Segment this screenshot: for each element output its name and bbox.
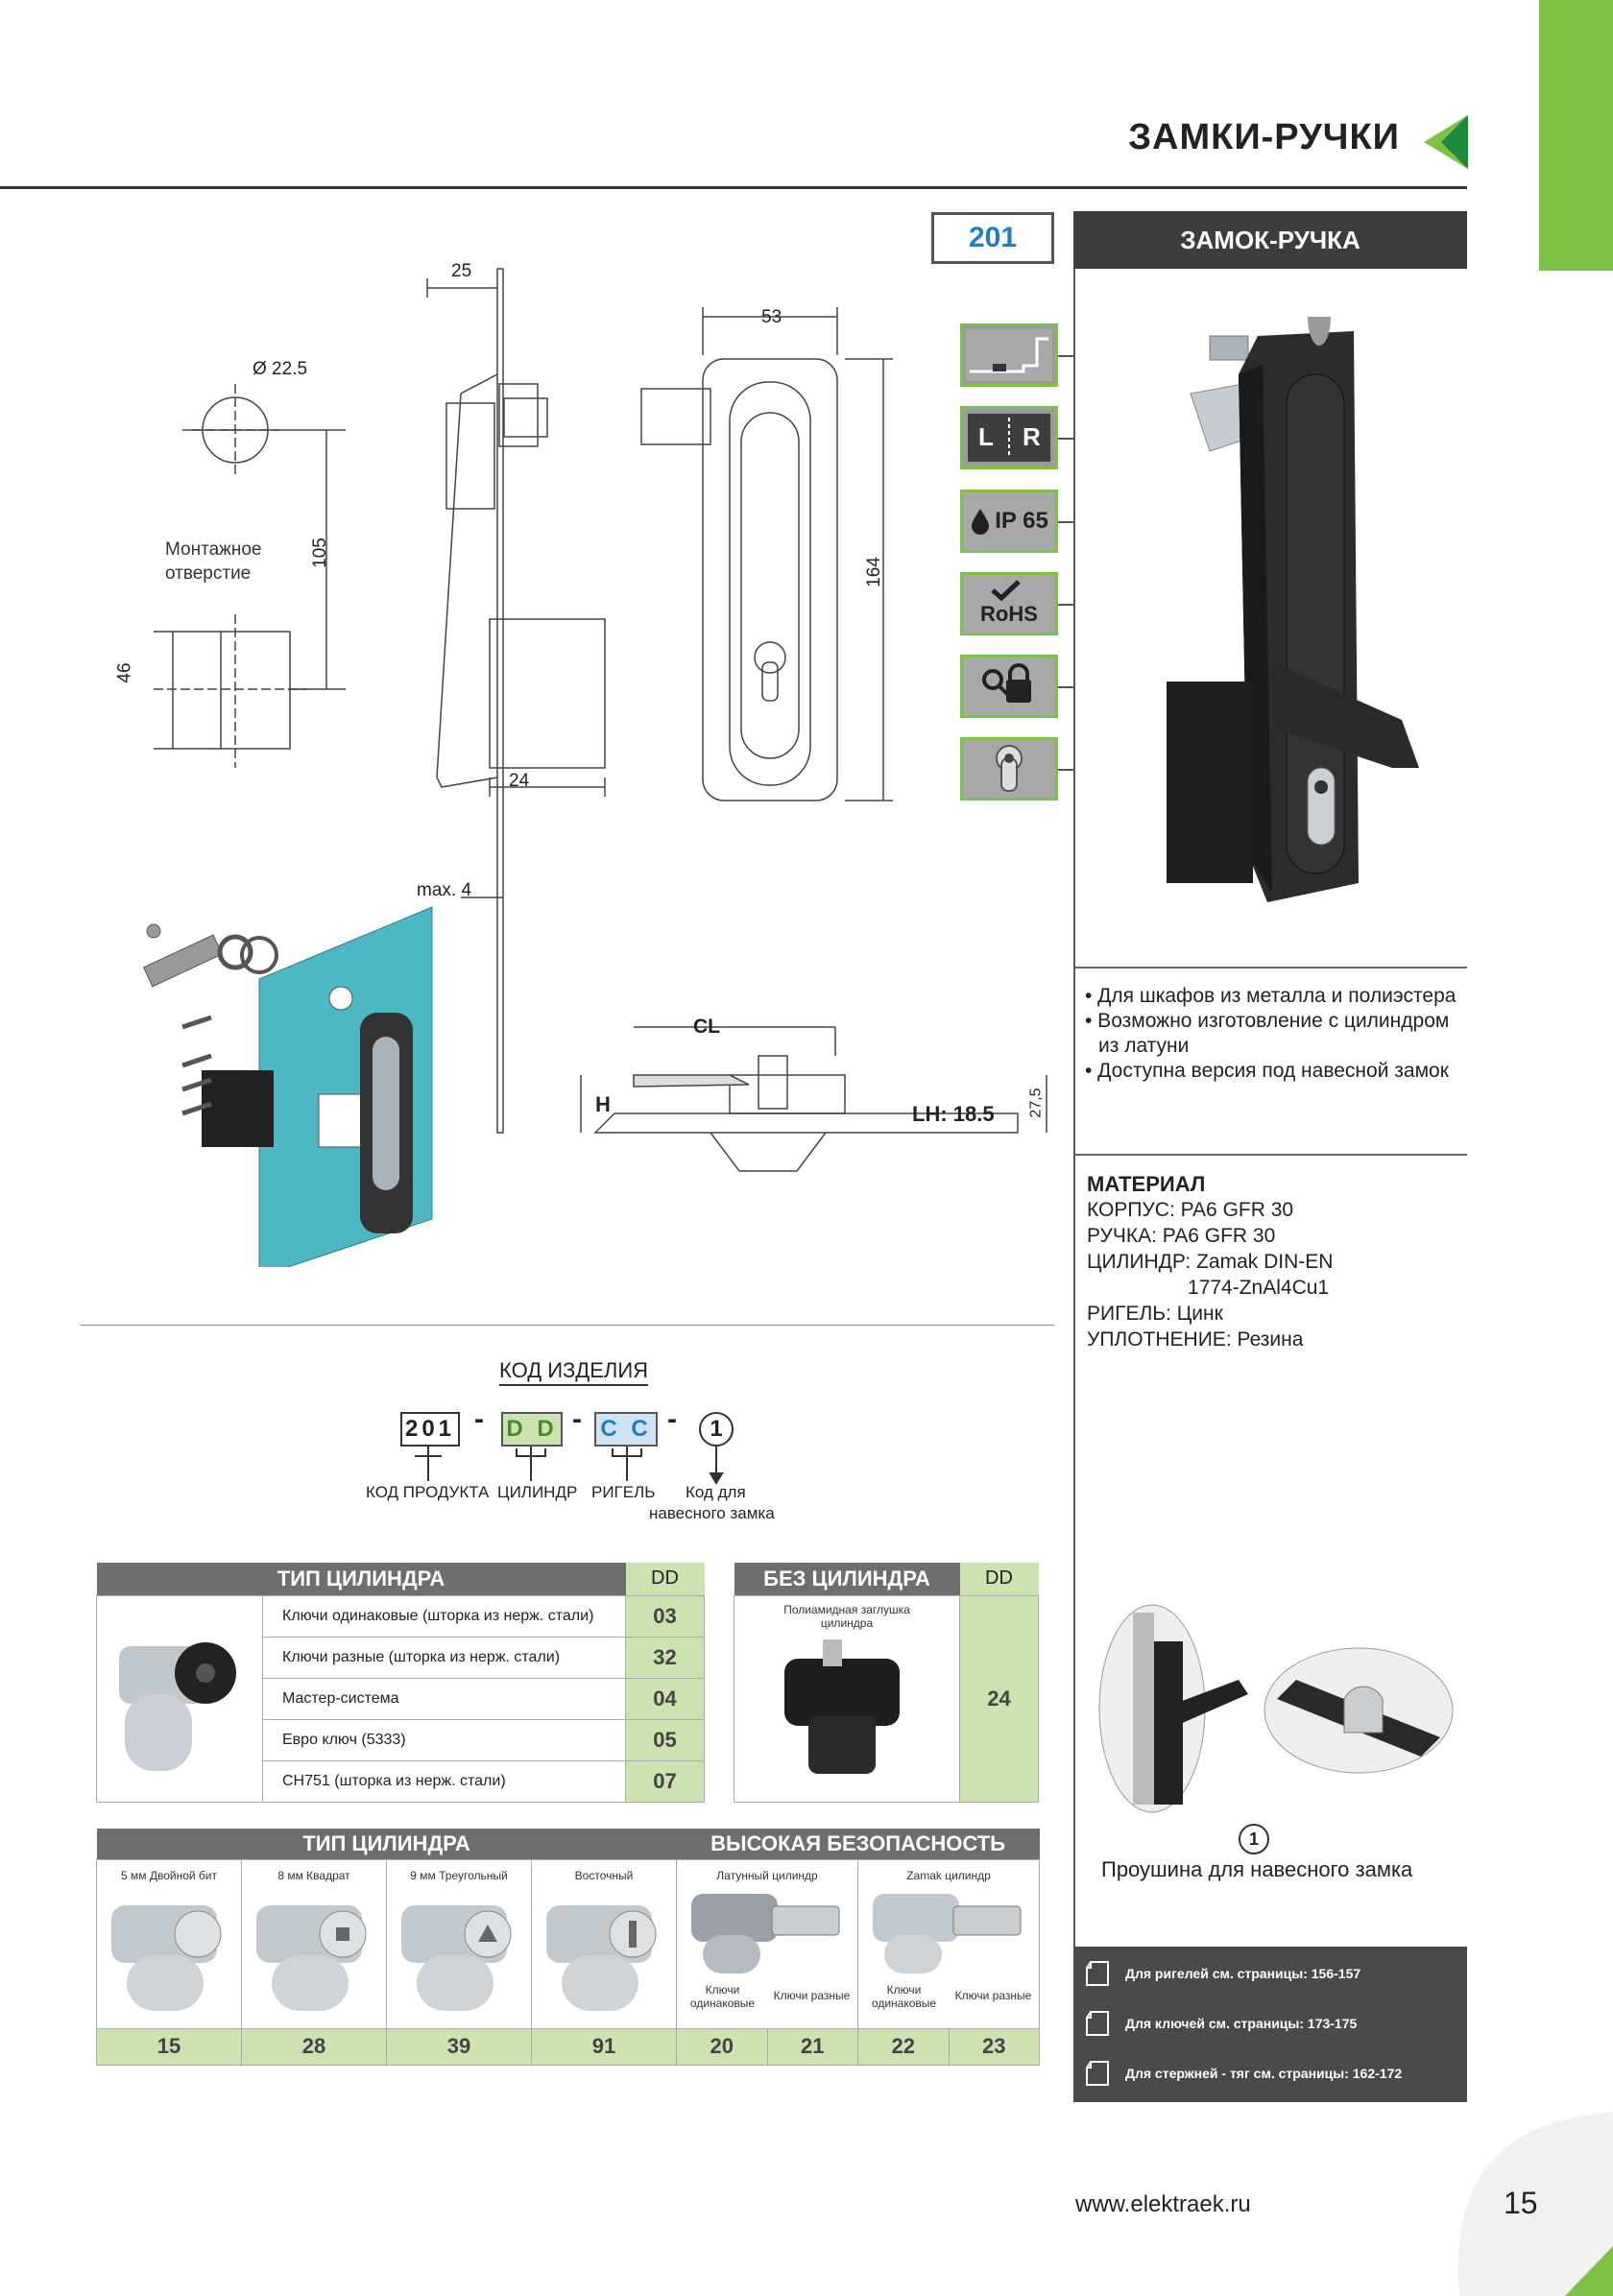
ip65-icon: IP 65 [960,490,1058,553]
dim-53: 53 [761,307,782,327]
mounting-hole-label: Монтажное отверстие [165,539,262,584]
dim-27-5: 27,5 [1027,1088,1045,1118]
cylinder-variants-table: ТИП ЦИЛИНДРА 5 мм Двойной бит 8 мм Квадр… [96,1829,677,2066]
website-link[interactable]: www.elektraek.ru [1075,2191,1251,2217]
cylinder-type-table: ТИП ЦИЛИНДРА DD Ключи одинаковые (шторка… [96,1563,705,1803]
section-tab [1539,0,1613,271]
padlock-key-icon [960,655,1058,718]
dim-diameter: Ø 22.5 [253,359,308,379]
chevron-left-icon [1424,115,1468,169]
dim-25: 25 [451,261,472,281]
padlock-eye-photos [1098,1604,1454,1813]
dim-h: H [595,1092,611,1116]
no-cylinder-table: БЕЗ ЦИЛИНДРА DD Полиамидная заглушка цил… [734,1563,1039,1803]
code-part-product: 201 [400,1412,460,1447]
code-part-padlock: 1 [699,1412,734,1447]
cylinder-photo [546,1904,657,2011]
page-icon [1086,2011,1109,2036]
dim-24: 24 [509,771,530,791]
page-title: ЗАМКИ-РУЧКИ [1128,117,1400,157]
product-photo [1167,317,1419,902]
dim-cl: CL [693,1016,720,1038]
padlock-badge: 1 [1239,1824,1269,1854]
product-title: ЗАМОК-РУЧКА [1073,211,1467,269]
feature-list: • Для шкафов из металла и полиэстера • В… [1085,985,1457,1082]
high-security-table: ВЫСОКАЯ БЕЗОПАСНОСТЬ Латунный цилиндр Кл… [676,1829,1040,2066]
code-connectors [415,1447,724,1485]
dim-164: 164 [863,557,884,587]
code-part-bolt: C C [594,1412,658,1447]
left-right-icon: L R [960,406,1058,469]
brass-cylinder-photo [691,1893,840,1973]
rohs-icon: RoHS [960,572,1058,635]
cylinder-photo [96,1594,263,1803]
reference-link[interactable]: Для стержней - тяг см. страницы: 162-172 [1073,2049,1467,2097]
cylinder-photo [401,1904,512,2011]
cylinder-icon [960,737,1058,801]
code-part-cylinder: D D [501,1412,563,1447]
reference-link[interactable]: Для ригелей см. страницы: 156-157 [1073,1949,1467,1997]
references-box: Для ригелей см. страницы: 156-157 Для кл… [1073,1947,1467,2102]
header-divider [0,186,1467,189]
cylinder-photo [256,1904,367,2011]
product-code-title: КОД ИЗДЕЛИЯ [499,1358,649,1386]
water-drop-icon [972,509,990,535]
panel-mount-icon [960,323,1058,387]
dim-max4: max. 4 [417,880,472,900]
page-number: 15 [1504,2186,1538,2220]
cylinder-photo [111,1904,222,2011]
technical-drawing [142,268,1047,1267]
plug-photo [784,1638,900,1774]
dim-square: 46 [114,662,135,683]
dim-105: 105 [309,538,330,568]
dim-lh: LH: 18.5 [912,1102,995,1126]
reference-link[interactable]: Для ключей см. страницы: 173-175 [1073,1999,1467,2047]
column-divider [1073,269,1075,2102]
page-icon [1086,2061,1109,2086]
page-corner [1457,2112,1613,2296]
page-icon [1086,1961,1109,1986]
padlock-caption: Проушина для навесного замка [1101,1857,1413,1881]
material-section: МАТЕРИАЛ КОРПУС: PA6 GFR 30 РУЧКА: PA6 G… [1087,1172,1334,1351]
product-code-badge: 201 [931,212,1054,264]
zamak-cylinder-photo [873,1893,1022,1973]
